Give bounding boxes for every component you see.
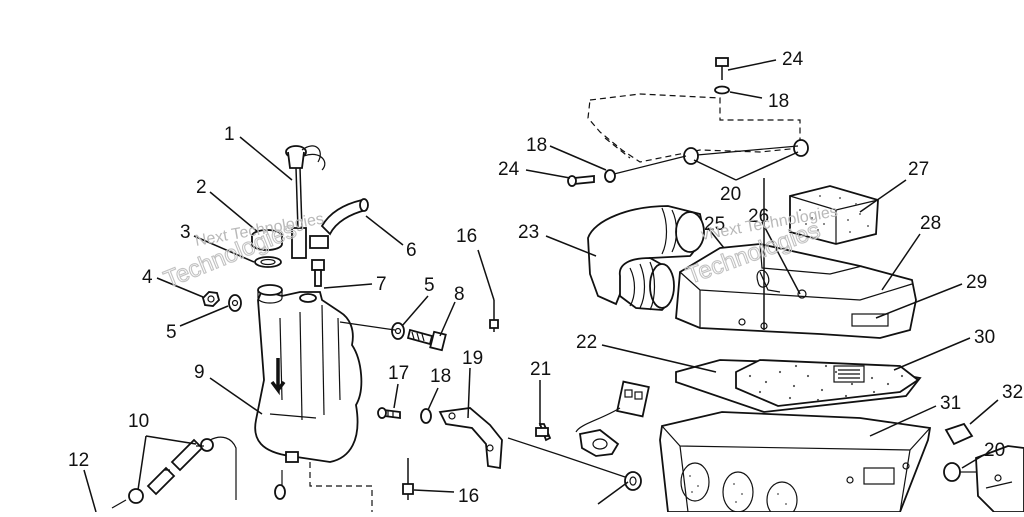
callout-8: 8 xyxy=(454,284,465,305)
callout-20-right: 20 xyxy=(984,440,1005,461)
cap-ring-part xyxy=(251,229,283,251)
callout-5-right: 5 xyxy=(424,275,435,296)
fitting-part xyxy=(309,235,329,287)
callout-5-left: 5 xyxy=(166,322,177,343)
screw-21-part xyxy=(535,423,552,442)
grommet-20-part xyxy=(683,139,809,165)
callout-18-left: 18 xyxy=(430,366,451,387)
side-bracket-part xyxy=(975,445,1024,513)
nut-part xyxy=(201,291,221,307)
callout-26: 26 xyxy=(748,206,769,227)
leader-bolt-to-tank xyxy=(339,321,396,331)
callout-21: 21 xyxy=(530,359,551,380)
grommet-20-right-part xyxy=(943,462,976,482)
leader-line-24 xyxy=(613,155,687,175)
callout-32: 32 xyxy=(1002,382,1023,403)
grommet-part xyxy=(624,471,642,491)
washer-part xyxy=(228,294,242,312)
callout-31: 31 xyxy=(940,393,961,414)
callout-22: 22 xyxy=(576,332,597,353)
stud-part xyxy=(489,300,499,332)
callout-16-bottom: 16 xyxy=(458,486,479,507)
airbox-base-part xyxy=(659,411,932,517)
callout-7: 7 xyxy=(376,274,387,295)
bolt-17-part xyxy=(377,407,432,424)
clip-32-part xyxy=(944,422,974,446)
gasket-part xyxy=(254,256,282,268)
intake-boot-part xyxy=(587,205,705,311)
bolt-24-left-part xyxy=(567,169,616,187)
callout-18-mid: 18 xyxy=(526,135,547,156)
callout-25: 25 xyxy=(704,214,725,235)
leader-line xyxy=(507,437,629,479)
seat-outline-dashed xyxy=(587,93,801,163)
oil-tank-part xyxy=(254,284,363,463)
callout-1: 1 xyxy=(224,124,235,145)
callout-2: 2 xyxy=(196,177,207,198)
sensor-part xyxy=(575,380,650,457)
bolt-24-top-part xyxy=(714,57,730,95)
callout-19: 19 xyxy=(462,348,483,369)
bolt-part xyxy=(406,328,447,352)
callout-24-top: 24 xyxy=(782,49,804,70)
callout-18-top: 18 xyxy=(768,91,789,112)
leader-line-20 xyxy=(696,145,799,156)
callout-24-left: 24 xyxy=(498,159,520,180)
callout-12: 12 xyxy=(68,450,89,471)
callout-27: 27 xyxy=(908,159,929,180)
callout-4: 4 xyxy=(142,267,153,288)
callout-3: 3 xyxy=(180,222,191,243)
oil-line-part xyxy=(111,436,286,509)
dipstick-part xyxy=(285,145,326,259)
callout-10: 10 xyxy=(128,411,149,432)
washer-part-2 xyxy=(391,322,405,340)
callout-numbers: 1 2 3 4 5 5 6 7 8 9 10 12 16 16 17 18 18… xyxy=(68,49,1023,507)
stud-part-2 xyxy=(402,458,414,500)
mounting-bracket-part xyxy=(438,407,503,470)
callout-6: 6 xyxy=(406,240,417,261)
spring-clip-part xyxy=(756,269,770,288)
callout-29: 29 xyxy=(966,272,987,293)
callout-30: 30 xyxy=(974,327,995,348)
callout-17: 17 xyxy=(388,363,409,384)
callout-16-top: 16 xyxy=(456,226,477,247)
dashed-routing-line xyxy=(309,462,373,512)
callout-28: 28 xyxy=(920,213,941,234)
callout-20-top: 20 xyxy=(720,184,741,205)
filter-element-part xyxy=(789,185,879,245)
callout-9: 9 xyxy=(194,362,205,383)
filter-pad-part xyxy=(735,359,920,407)
callout-23: 23 xyxy=(518,222,539,243)
vent-hose-part xyxy=(320,198,369,236)
leader-lines xyxy=(83,59,999,513)
airbox-cover-part xyxy=(675,243,917,339)
